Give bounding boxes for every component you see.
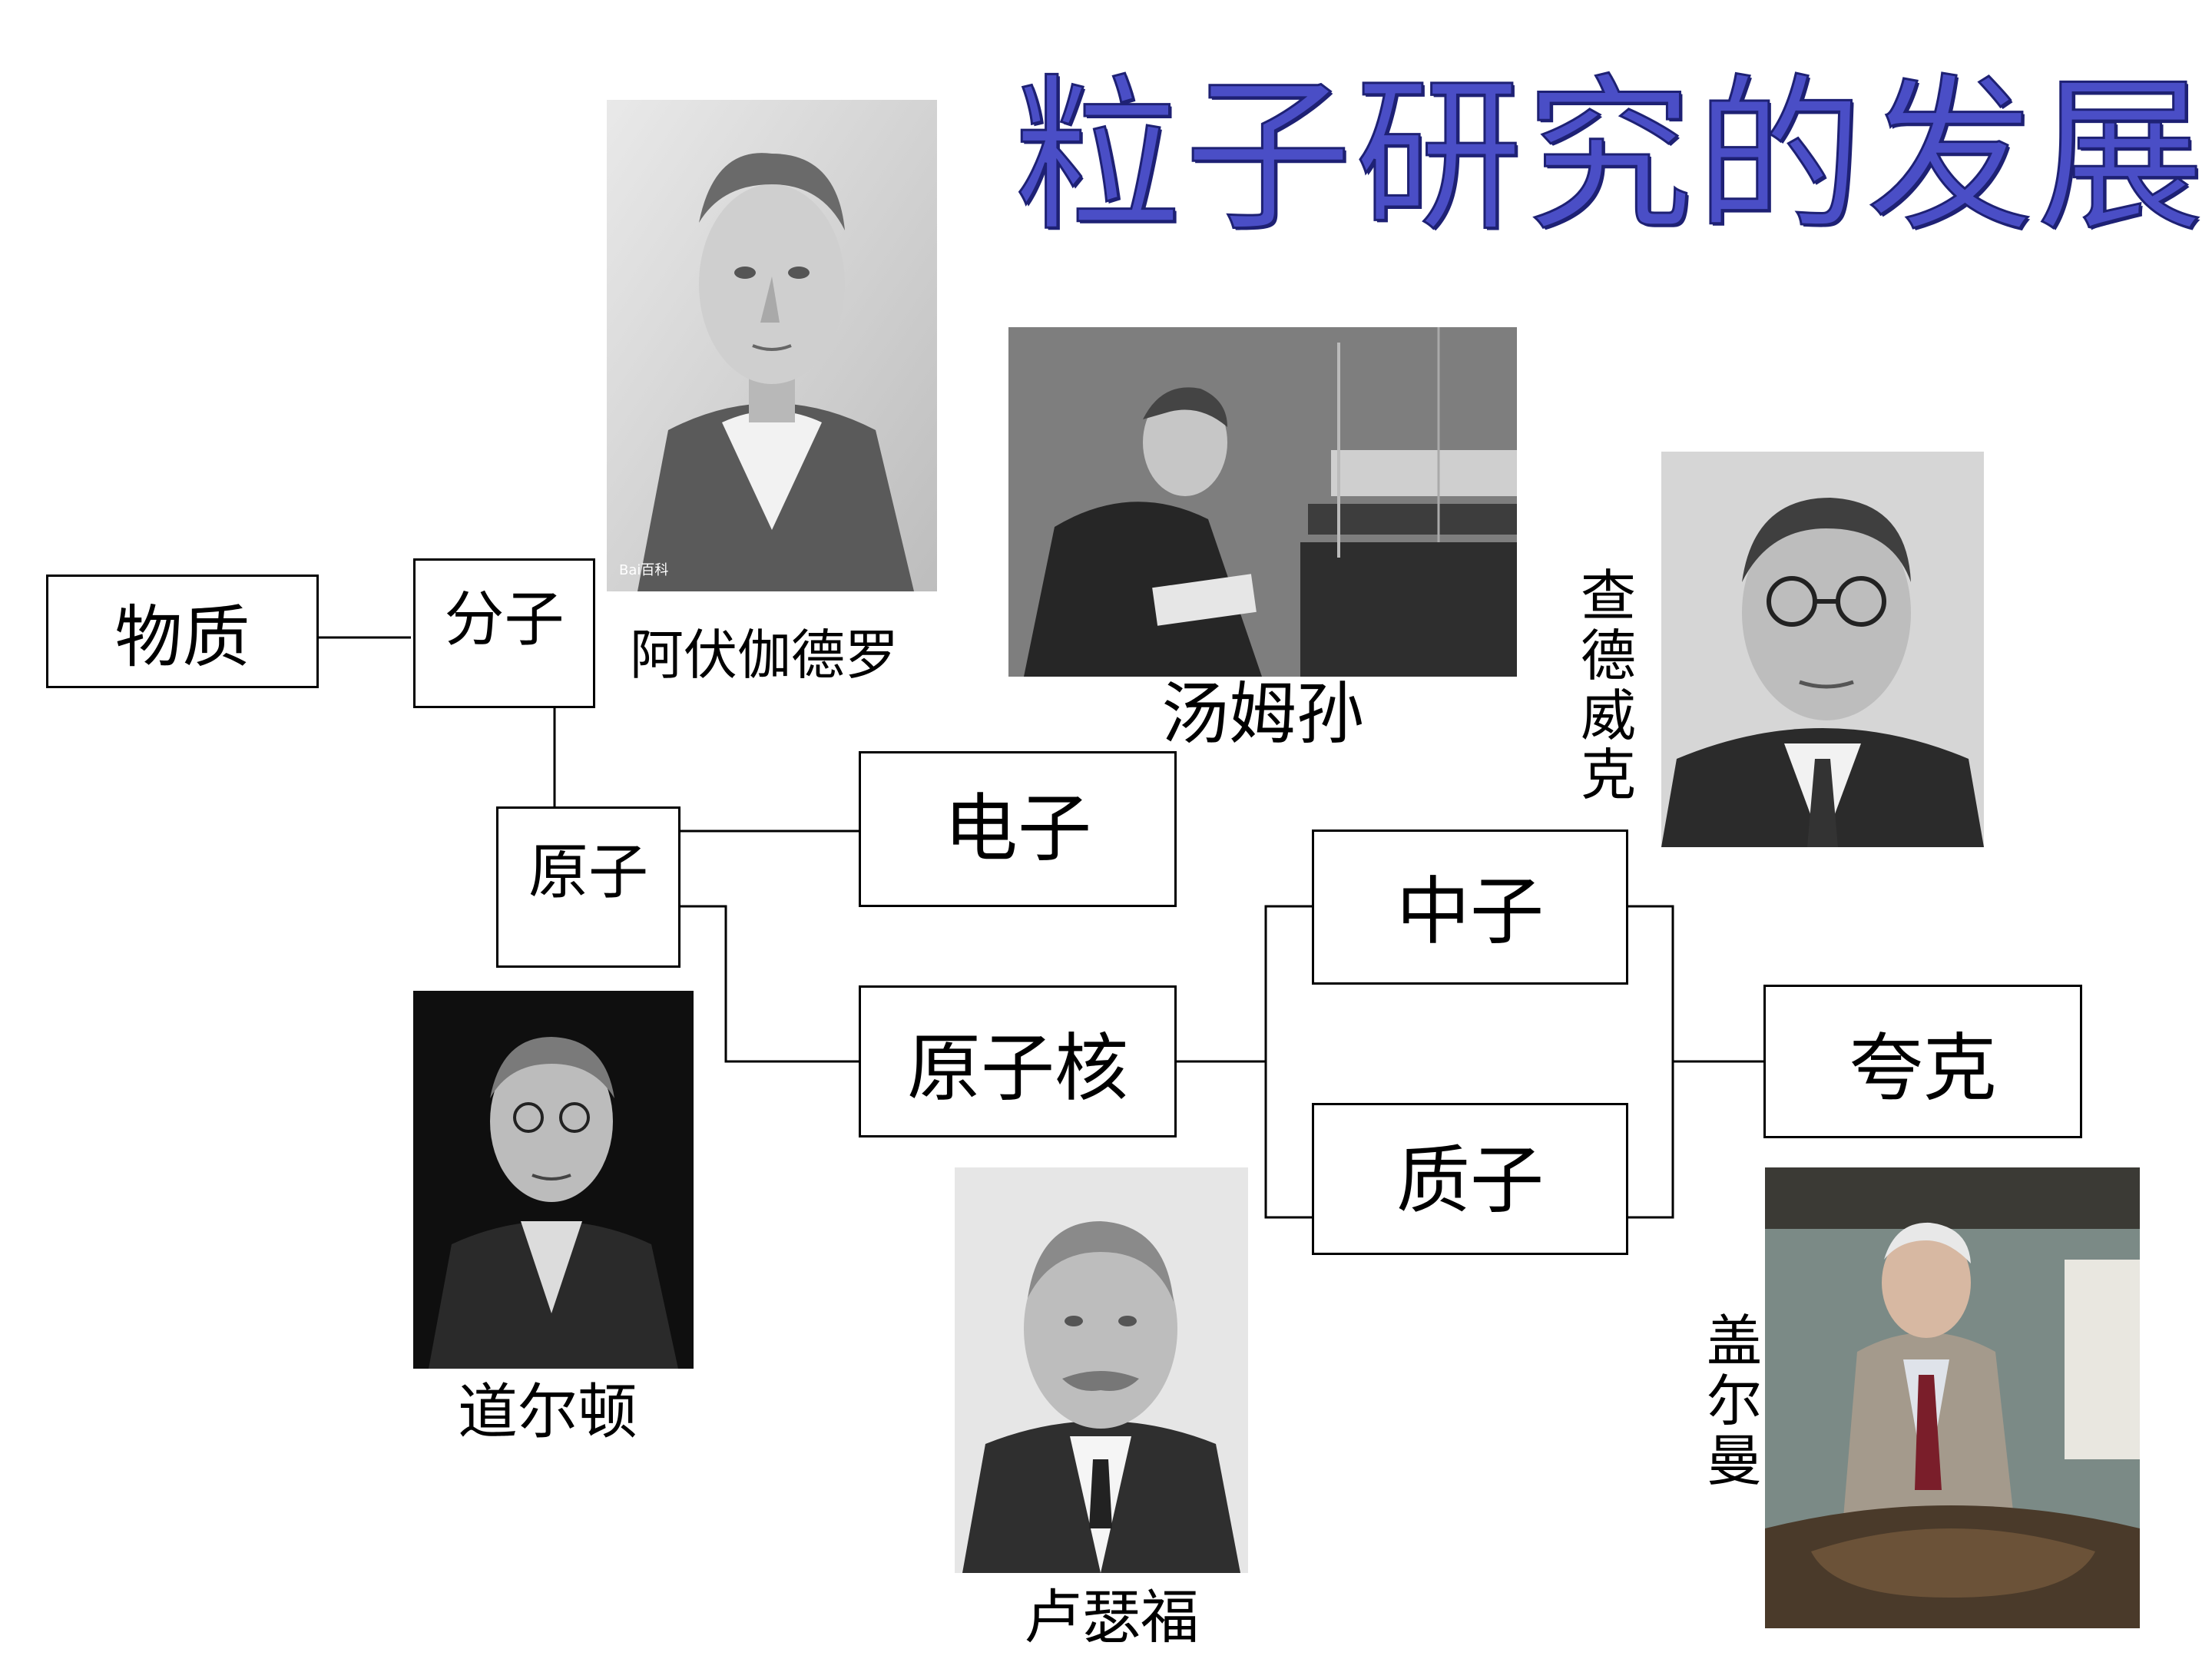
label-avogadro: 阿伏伽德罗 (630, 624, 899, 687)
chadwick-portrait (1661, 452, 1984, 847)
label-chadwick: 查德威克 (1581, 564, 1637, 808)
line-branch-neutron (1264, 905, 1312, 1219)
label-gellmann: 盖尔曼 (1707, 1309, 1763, 1493)
dalton-portrait (413, 991, 694, 1369)
node-electron-label: 电子 (944, 786, 1091, 872)
node-quark: 夸克 (1763, 985, 2082, 1138)
node-matter-label: 物质 (114, 597, 250, 677)
node-nucleus-label: 原子核 (907, 1025, 1128, 1111)
node-neutron-label: 中子 (1396, 869, 1544, 955)
avogadro-portrait: Bai百科 (607, 100, 937, 591)
node-matter: 物质 (46, 575, 319, 688)
gellmann-portrait (1765, 1167, 2140, 1628)
label-thomson: 汤姆孙 (1161, 674, 1365, 753)
label-rutherford: 卢瑟福 (1024, 1583, 1199, 1651)
node-molecule-label: 分子 (444, 585, 565, 654)
line-neutron-join (1627, 905, 1674, 1219)
node-proton-label: 质子 (1396, 1137, 1544, 1224)
label-dalton: 道尔顿 (458, 1378, 638, 1447)
line-atom-nucleus (680, 905, 859, 1063)
node-nucleus: 原子核 (859, 985, 1177, 1137)
node-atom-label: 原子 (528, 838, 648, 907)
node-electron: 电子 (859, 751, 1177, 907)
node-atom: 原子 (496, 806, 680, 968)
node-quark-label: 夸克 (1849, 1025, 1997, 1111)
node-neutron: 中子 (1312, 830, 1628, 985)
page-title: 粒子研究的发展 (1013, 60, 2207, 254)
node-molecule: 分子 (413, 558, 595, 708)
rutherford-portrait (955, 1167, 1248, 1573)
thomson-portrait (1008, 327, 1517, 677)
node-proton: 质子 (1312, 1103, 1628, 1255)
watermark: Bai百科 (619, 562, 669, 578)
